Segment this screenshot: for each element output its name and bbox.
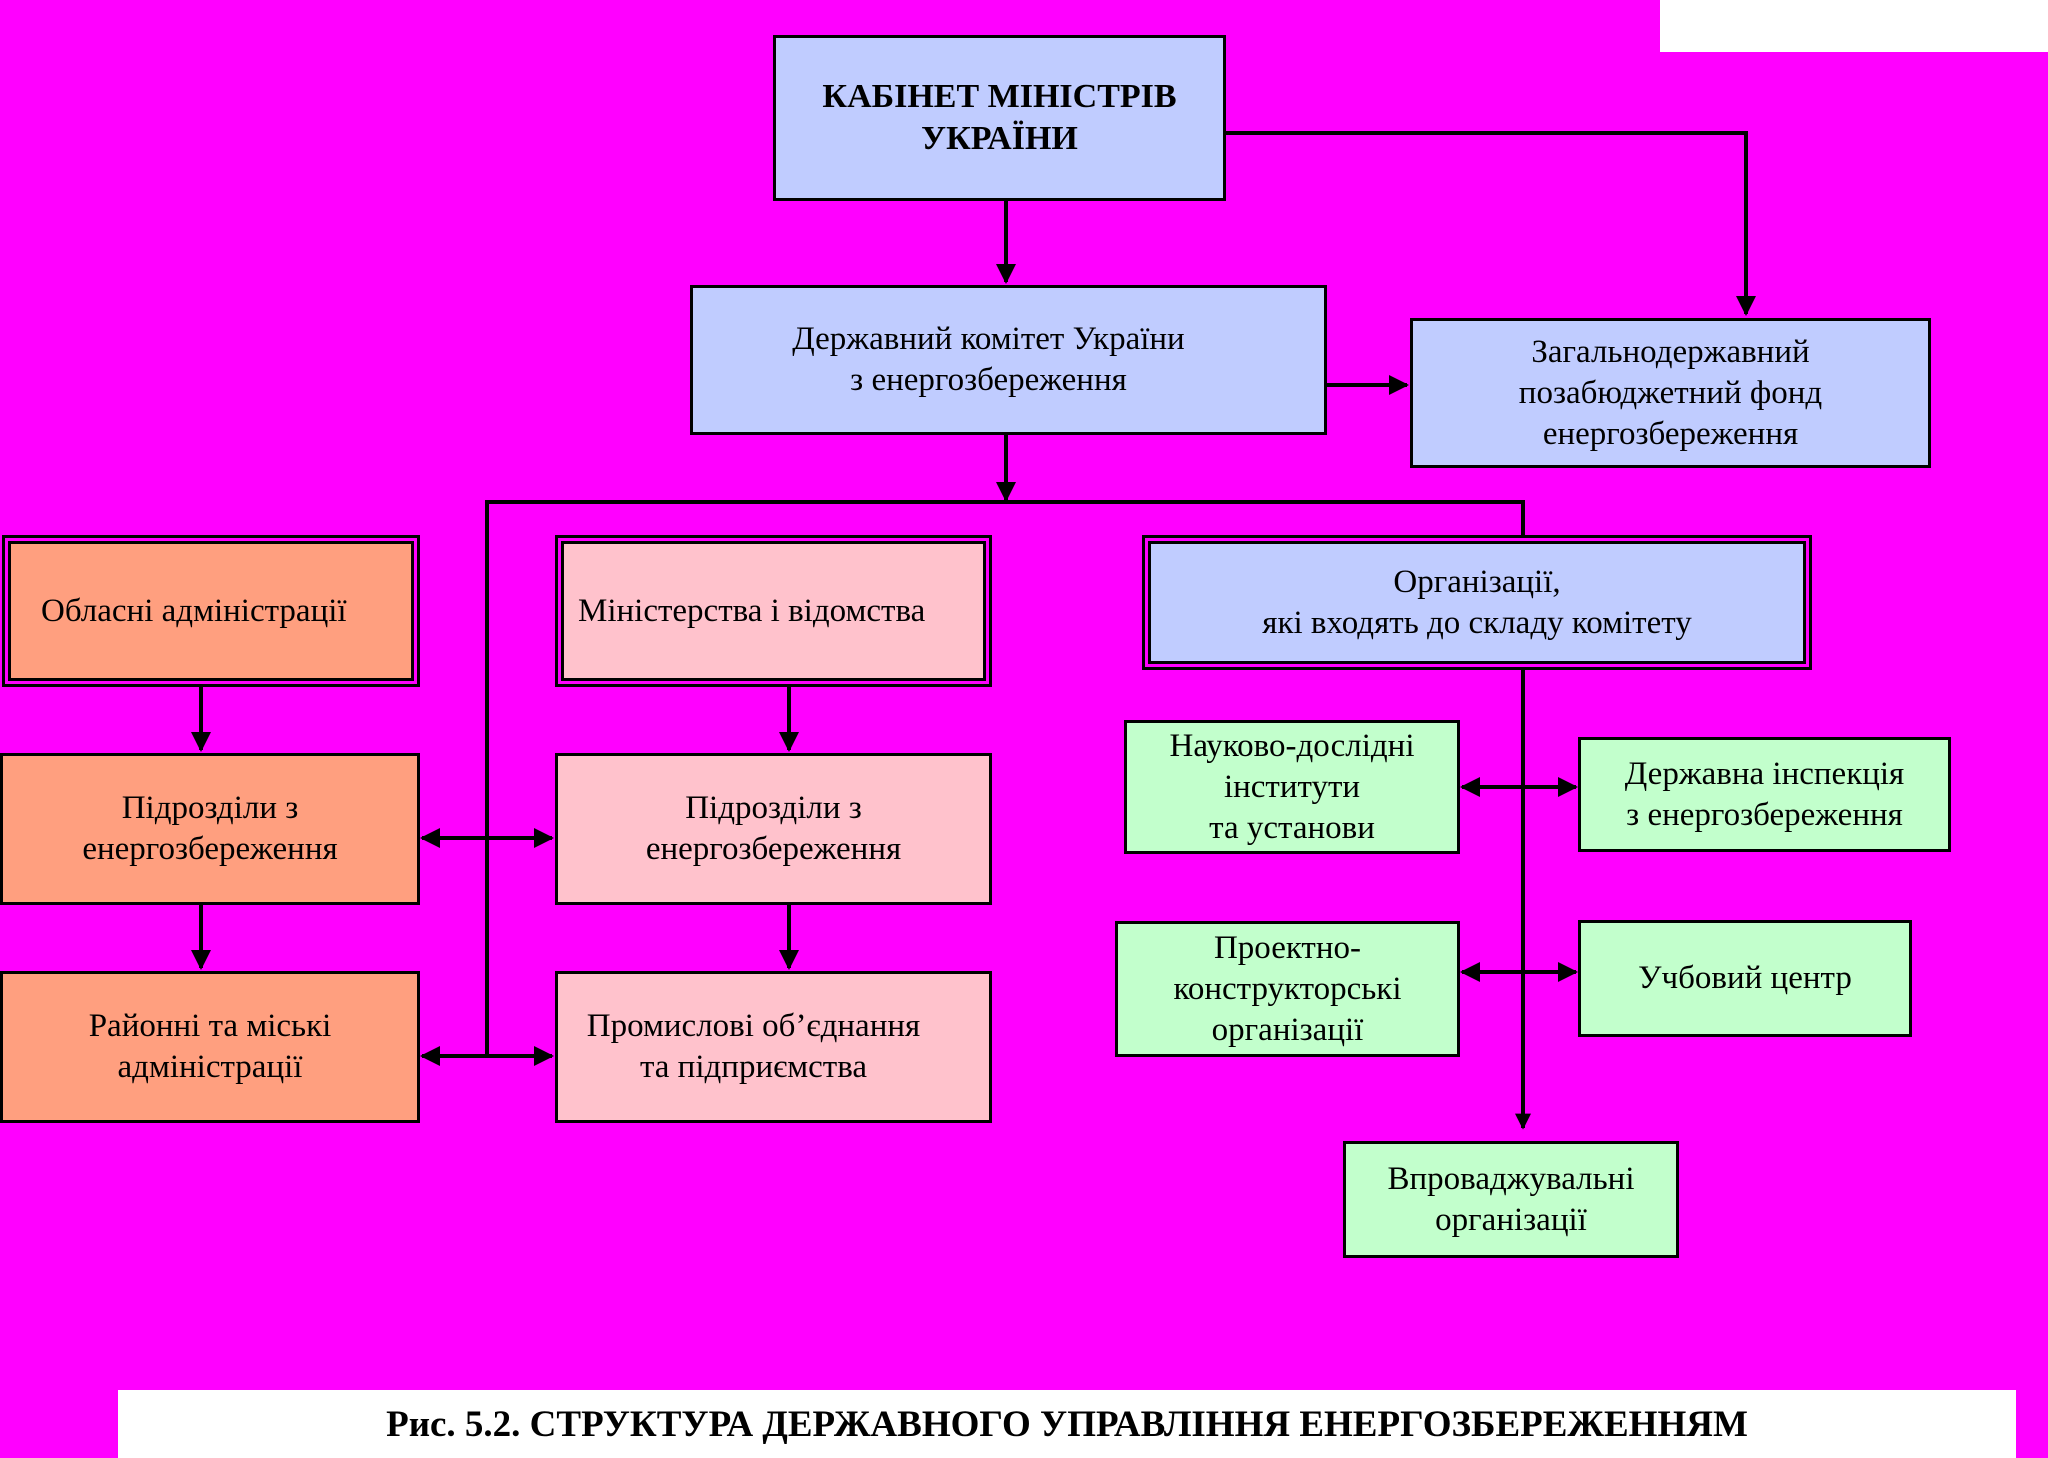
box-state-committee: Державний комітет України з енергозбереж…	[690, 285, 1327, 435]
box-fund: Загальнодержавний позабюджетний фонд ене…	[1410, 318, 1931, 468]
figure-caption: Рис. 5.2. СТРУКТУРА ДЕРЖАВНОГО УПРАВЛІНН…	[386, 1403, 1748, 1445]
box-design: Проектно- конструкторські організації	[1115, 921, 1460, 1057]
box-industrial: Промислові об’єднання та підприємства	[555, 971, 992, 1123]
box-cabinet: КАБІНЕТ МІНІСТРІВ УКРАЇНИ	[773, 35, 1226, 201]
box-organizations: Організації, які входять до складу коміт…	[1142, 535, 1812, 670]
box-regional-units: Підрозділи з енергозбереження	[0, 753, 420, 905]
bus-line	[485, 500, 1525, 1056]
box-implementing: Впроваджувальні організації	[1343, 1141, 1679, 1258]
box-regional-admins: Обласні адміністрації	[2, 535, 420, 687]
white-corner-patch	[1660, 0, 2048, 52]
arrow-cabinet-fund	[1225, 131, 1756, 316]
box-training: Учбовий центр	[1578, 920, 1912, 1037]
box-inspection: Державна інспекція з енергозбереження	[1578, 737, 1951, 852]
box-ministry-units: Підрозділи з енергозбереження	[555, 753, 992, 905]
box-district-admins: Районні та міські адміністрації	[0, 971, 420, 1123]
box-research: Науково-дослідні інститути та установи	[1124, 720, 1460, 854]
box-ministries: Міністерства і відомства	[555, 535, 992, 687]
caption-bar: Рис. 5.2. СТРУКТУРА ДЕРЖАВНОГО УПРАВЛІНН…	[118, 1390, 2016, 1458]
